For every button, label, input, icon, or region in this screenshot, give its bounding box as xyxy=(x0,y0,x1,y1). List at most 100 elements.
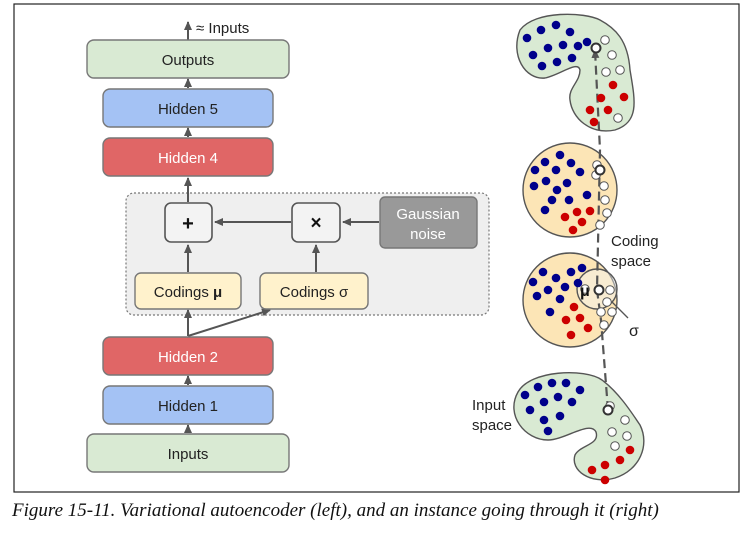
blue-dot xyxy=(564,195,574,205)
box-outputs: Outputs xyxy=(86,39,290,79)
blue-dot xyxy=(545,307,555,317)
red-dot xyxy=(577,217,587,227)
blue-dot xyxy=(543,285,553,295)
blue-dot xyxy=(553,392,563,402)
mu-label: μ xyxy=(580,283,590,300)
blue-dot xyxy=(566,158,576,168)
blue-dot xyxy=(539,415,549,425)
red-dot xyxy=(585,105,595,115)
red-dot xyxy=(600,460,610,470)
blue-dot xyxy=(575,385,585,395)
red-dot xyxy=(587,465,597,475)
gaussian-line1: Gaussian xyxy=(396,206,459,223)
blue-dot xyxy=(533,382,543,392)
white-dot xyxy=(615,65,625,75)
blue-dot xyxy=(529,181,539,191)
sigma-label: σ xyxy=(629,323,639,340)
blue-dot xyxy=(540,205,550,215)
red-dot xyxy=(569,302,579,312)
white-dot xyxy=(622,431,632,441)
red-dot xyxy=(566,330,576,340)
blue-dot xyxy=(547,195,557,205)
blue-dot xyxy=(560,282,570,292)
blue-dot xyxy=(525,405,535,415)
blue-dot xyxy=(541,176,551,186)
white-dot xyxy=(607,307,617,317)
red-dot xyxy=(596,93,606,103)
red-dot xyxy=(608,80,618,90)
red-dot xyxy=(625,445,635,455)
blue-dot xyxy=(552,185,562,195)
blue-dot xyxy=(573,41,583,51)
blue-dot xyxy=(522,33,532,43)
white-dot xyxy=(580,284,590,294)
blue-dot xyxy=(555,411,565,421)
white-dot xyxy=(602,208,612,218)
white-dot xyxy=(605,285,615,295)
white-dot xyxy=(601,67,611,77)
instance-marker xyxy=(594,164,606,176)
blue-dot xyxy=(567,397,577,407)
blue-dot xyxy=(543,43,553,53)
top-output-label: ≈ Inputs xyxy=(196,20,249,37)
red-dot xyxy=(619,92,629,102)
input-space-line2: space xyxy=(472,417,512,434)
box-times: × xyxy=(291,202,341,243)
data-points xyxy=(520,20,635,485)
red-dot xyxy=(589,117,599,127)
blue-dot xyxy=(547,378,557,388)
blue-dot xyxy=(566,267,576,277)
red-dot xyxy=(615,455,625,465)
white-dot xyxy=(620,415,630,425)
blue-dot xyxy=(532,291,542,301)
white-dot xyxy=(599,320,609,330)
blue-dot xyxy=(582,190,592,200)
instance-marker xyxy=(602,404,614,416)
blue-dot xyxy=(552,57,562,67)
figure-caption: Figure 15-11. Variational autoencoder (l… xyxy=(12,500,659,521)
blue-dot xyxy=(538,267,548,277)
plus-label: + xyxy=(182,213,194,235)
blue-dot xyxy=(520,390,530,400)
red-dot xyxy=(603,105,613,115)
instance-marker xyxy=(593,284,605,296)
blue-dot xyxy=(577,263,587,273)
red-dot xyxy=(583,323,593,333)
box-inputs-label: Inputs xyxy=(168,446,209,463)
box-hidden4: Hidden 4 xyxy=(102,137,274,177)
box-hidden5-label: Hidden 5 xyxy=(158,101,218,118)
blue-dot xyxy=(561,378,571,388)
blue-dot xyxy=(539,397,549,407)
codings-mu-prefix: Codings xyxy=(154,284,213,301)
blue-dot xyxy=(567,53,577,63)
red-dot xyxy=(575,313,585,323)
blue-dot xyxy=(582,37,592,47)
blue-dot xyxy=(575,167,585,177)
box-codings-sigma: Codings σ xyxy=(259,272,369,310)
red-dot xyxy=(561,315,571,325)
coding-space-line1: Coding xyxy=(611,233,659,250)
blue-dot xyxy=(555,150,565,160)
codings-mu-symbol: μ xyxy=(213,284,222,301)
blue-dot xyxy=(551,273,561,283)
red-dot xyxy=(585,206,595,216)
times-label: × xyxy=(310,213,321,234)
white-dot xyxy=(607,427,617,437)
box-inputs: Inputs xyxy=(86,433,290,473)
blue-dot xyxy=(528,50,538,60)
white-dot xyxy=(599,181,609,191)
blue-dot xyxy=(551,20,561,30)
blue-dot xyxy=(543,426,553,436)
box-hidden1-label: Hidden 1 xyxy=(158,398,218,415)
box-outputs-label: Outputs xyxy=(162,52,215,69)
blue-dot xyxy=(540,157,550,167)
white-dot xyxy=(600,195,610,205)
blue-dot xyxy=(528,277,538,287)
box-plus: + xyxy=(164,202,213,243)
coding-space-line2: space xyxy=(611,253,651,270)
white-dot xyxy=(595,220,605,230)
box-hidden4-label: Hidden 4 xyxy=(158,150,218,167)
blue-dot xyxy=(573,278,583,288)
codings-sigma-label: Codings σ xyxy=(280,284,349,301)
blue-dot xyxy=(551,165,561,175)
